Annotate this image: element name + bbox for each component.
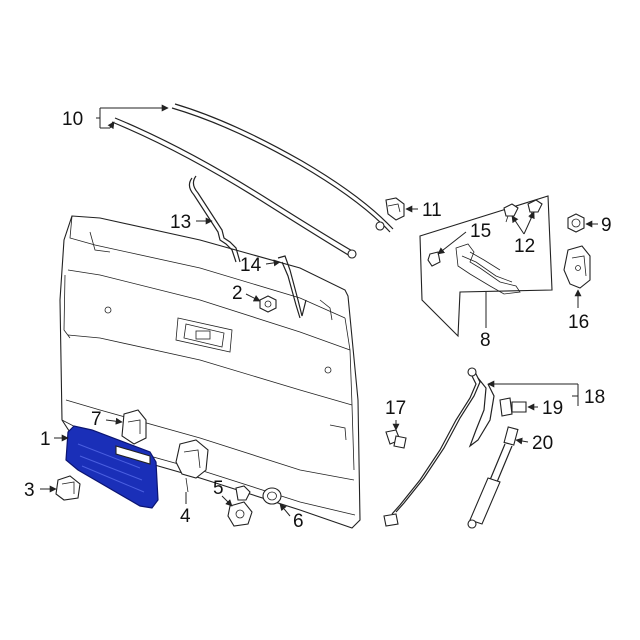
part-9-nut <box>567 213 585 233</box>
leader-lines <box>40 104 598 517</box>
part-18-cables <box>383 367 495 527</box>
callout-7: 7 <box>91 409 102 430</box>
callout-labels: 10 11 13 14 2 15 12 9 16 8 18 19 17 20 7… <box>24 109 612 532</box>
part-16-bracket <box>563 245 591 289</box>
part-19-bolt <box>499 397 527 417</box>
callout-16: 16 <box>568 312 589 333</box>
part-13-rod <box>188 175 241 263</box>
part-2-nut <box>259 295 277 313</box>
callout-8: 8 <box>480 330 491 351</box>
part-8-latch-assembly-box <box>419 195 553 338</box>
part-3-clip <box>55 475 81 501</box>
callout-5: 5 <box>213 478 224 499</box>
callout-1: 1 <box>40 429 51 450</box>
callout-2: 2 <box>232 283 243 304</box>
callout-3: 3 <box>24 480 35 501</box>
part-20-strut <box>467 426 519 529</box>
part-17-bolt <box>385 429 407 449</box>
part-1-handle-highlighted <box>65 425 159 509</box>
part-5-connector <box>227 485 253 527</box>
part-7-bracket <box>115 409 151 465</box>
callout-13: 13 <box>170 212 191 233</box>
callout-18: 18 <box>584 387 605 408</box>
callout-6: 6 <box>293 511 304 532</box>
callout-10: 10 <box>62 109 83 130</box>
callout-12: 12 <box>514 236 535 257</box>
part-11-clip <box>385 197 405 221</box>
callout-15: 15 <box>470 221 491 242</box>
callout-17: 17 <box>385 398 406 419</box>
part-4-switch <box>175 439 209 493</box>
callout-14: 14 <box>240 255 262 276</box>
callout-19: 19 <box>542 398 563 419</box>
part-14-rod <box>277 255 307 319</box>
part-6-grommet <box>262 487 282 505</box>
callout-9: 9 <box>601 215 612 236</box>
part-10-cables <box>111 103 394 259</box>
callout-20: 20 <box>532 433 553 454</box>
callout-11: 11 <box>422 200 442 221</box>
callout-4: 4 <box>180 506 191 527</box>
